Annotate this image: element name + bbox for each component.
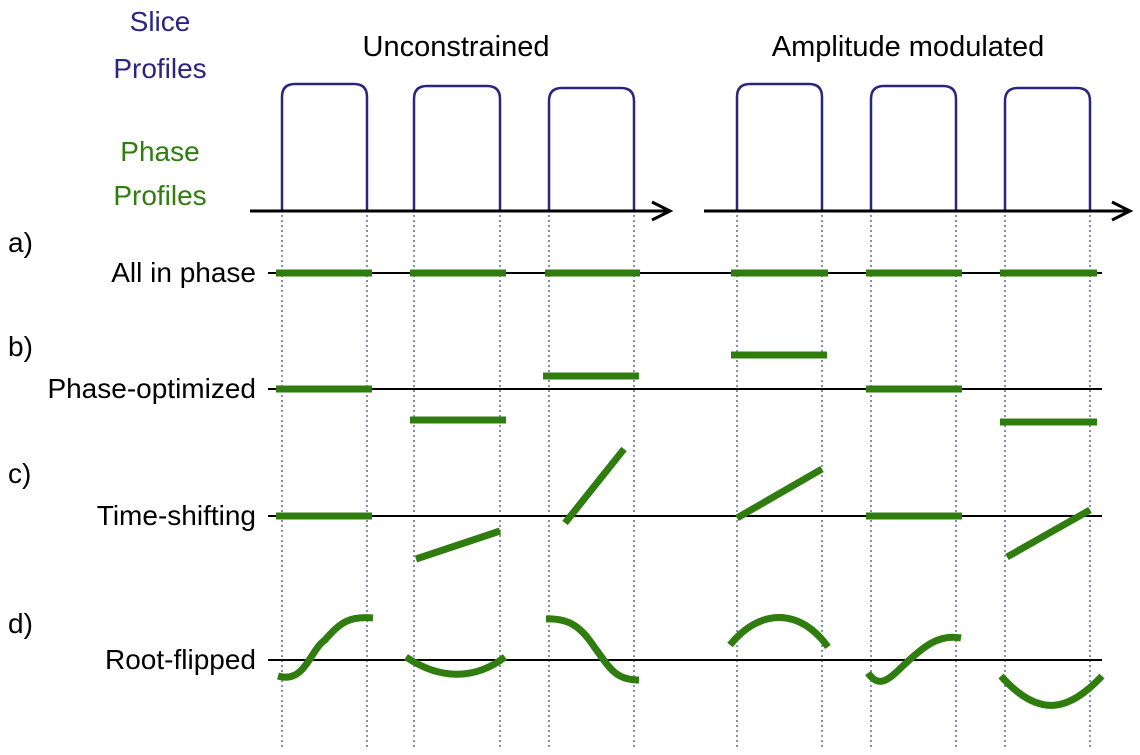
group-title-left: Unconstrained [363,31,550,63]
row-label-d: Root-flipped [105,644,256,675]
arrow-head-icon [1111,200,1134,222]
phase-segment [562,446,627,526]
row-letter-c: c) [8,458,31,489]
row-letter-b: b) [8,331,33,362]
row-letter-d: d) [8,608,33,639]
guide-lines [281,215,1091,750]
phase-curve [865,633,962,685]
phase-profiles [276,269,1105,709]
slice-pulse [1003,86,1092,211]
phase-baselines [268,272,1102,661]
phase-curve [277,614,374,681]
phase-curve [545,615,640,684]
legend-slice-line2: Profiles [113,53,206,84]
slice-profiles [280,82,1092,211]
row-label-c: Time-shifting [97,500,256,531]
legend-slice-line1: Slice [130,6,191,37]
row-label-b: Phase-optimized [47,373,256,404]
phase-curve [404,654,508,678]
phase-curve [727,614,831,650]
row-label-a: All in phase [111,257,256,288]
slice-pulse [869,84,958,211]
legend-phase-line2: Profiles [113,180,206,211]
arrow-head-icon [651,200,674,222]
slice-pulse [412,84,502,211]
group-title-right: Amplitude modulated [772,31,1044,63]
slice-pulse [280,82,369,211]
phase-segment [414,527,502,563]
phase-curve [998,673,1105,709]
phase-segment [1005,506,1092,561]
legend-phase-line1: Phase [120,136,199,167]
frequency-axes [250,200,1134,222]
slice-pulse [735,82,824,211]
phase-segment [735,465,824,522]
slice-pulse [547,86,636,211]
row-letter-a: a) [8,227,33,258]
